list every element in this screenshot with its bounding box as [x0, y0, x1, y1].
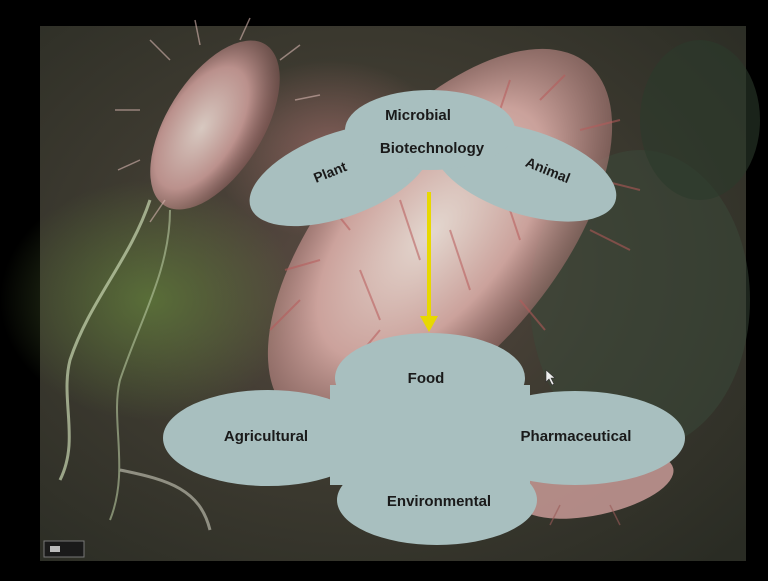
label-environmental: Environmental: [387, 493, 491, 510]
ellipse-microbial-biotechnology: [345, 90, 515, 170]
label-food: Food: [408, 370, 445, 387]
label-biotechnology: Biotechnology: [380, 140, 485, 157]
slide-control-icon[interactable]: [44, 541, 84, 557]
label-microbial: Microbial: [385, 107, 451, 124]
label-pharmaceutical: Pharmaceutical: [521, 428, 632, 445]
label-agricultural: Agricultural: [224, 428, 308, 445]
